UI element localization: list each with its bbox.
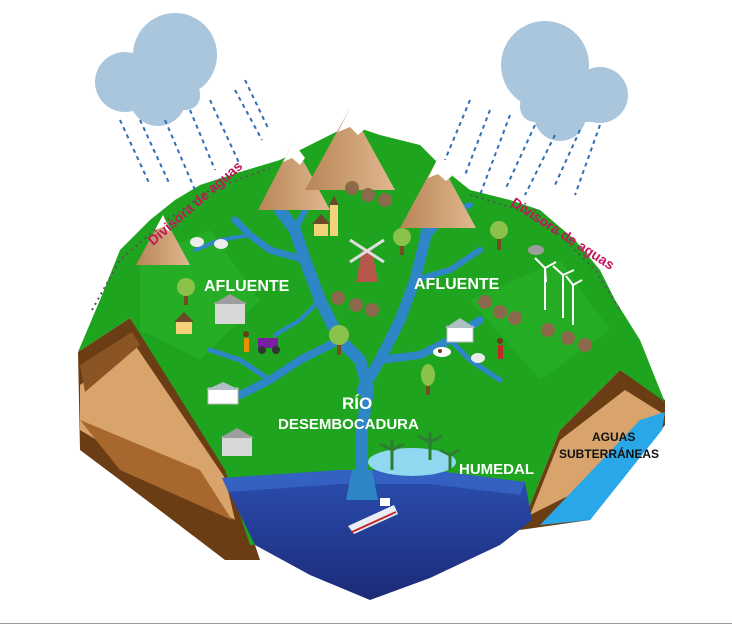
mountain-icon — [400, 158, 476, 228]
cow-icon — [528, 245, 544, 255]
cow-icon — [433, 347, 451, 357]
person-icon — [243, 331, 249, 352]
house-icon — [312, 196, 339, 236]
rain — [119, 79, 601, 196]
tree-group — [331, 181, 592, 352]
tractor-icon — [258, 338, 280, 354]
barn-icon — [445, 318, 475, 343]
groundwater-label-line2: SUBTERRÁNEAS — [559, 446, 659, 461]
tree-icon — [490, 221, 508, 250]
barn-icon — [213, 294, 247, 324]
tree-icon — [329, 325, 349, 355]
tree-icon — [177, 278, 195, 305]
lake-icon — [368, 448, 456, 476]
cloud-icon — [95, 13, 217, 126]
tributary-label-left: AFLUENTE — [204, 278, 290, 295]
tributary-label-right: AFLUENTE — [414, 276, 500, 293]
mountain-icon — [136, 215, 190, 265]
cloud-icon — [501, 21, 628, 141]
person-icon — [497, 338, 503, 359]
wind-turbine-icon — [534, 257, 583, 325]
mountain-icon — [305, 108, 395, 190]
wetland-label: HUMEDAL — [459, 461, 534, 478]
sheep-icon — [190, 237, 485, 363]
soil-layers — [78, 318, 665, 560]
barn-icon — [206, 382, 240, 405]
tree-icon — [421, 364, 435, 395]
mountain-icon — [258, 142, 330, 210]
house-icon — [174, 312, 194, 334]
windmill-icon — [349, 238, 385, 282]
river-mouth-label: DESEMBOCADURA — [278, 416, 419, 433]
river-label: RÍO — [342, 394, 372, 413]
palm-tree-icon — [379, 432, 461, 470]
ship-icon — [348, 498, 398, 534]
tree-icon — [393, 228, 411, 255]
bottom-divider — [0, 623, 732, 624]
groundwater-label-line1: AGUAS — [592, 430, 635, 444]
sea — [222, 470, 532, 600]
barn-icon — [220, 428, 254, 456]
